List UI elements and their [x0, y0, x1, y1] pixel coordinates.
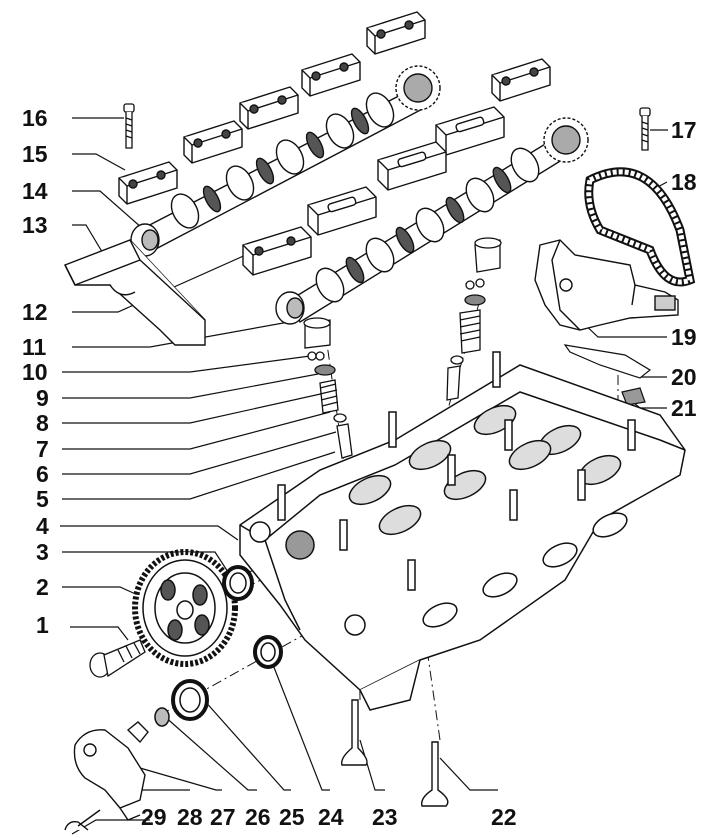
bearing-caps: [118, 11, 551, 276]
cylinder-head: [239, 351, 686, 711]
callout-25: 25: [279, 804, 305, 830]
bearing-bridge: [64, 239, 206, 346]
callout-6: 6: [36, 461, 49, 487]
callout-18: 18: [671, 169, 697, 195]
camshafts: [130, 65, 589, 325]
callout-27: 27: [210, 804, 236, 830]
callout-5: 5: [36, 486, 49, 512]
callout-8: 8: [36, 410, 49, 436]
camshaft-sensor: [64, 721, 149, 831]
cap-bolts: [123, 103, 651, 151]
callout-20: 20: [671, 364, 697, 390]
callout-12: 12: [22, 299, 48, 325]
callout-24: 24: [318, 804, 344, 830]
callout-15: 15: [22, 141, 48, 167]
valve-train-parts: [303, 237, 502, 459]
callout-14: 14: [22, 178, 48, 204]
callout-9: 9: [36, 385, 49, 411]
callout-13: 13: [22, 212, 48, 238]
timing-chain: [584, 167, 696, 287]
callout-4: 4: [36, 513, 49, 539]
callout-29: 29: [141, 804, 167, 830]
callout-17: 17: [671, 117, 697, 143]
sprocket-bolt: [89, 639, 146, 678]
callout-21: 21: [671, 395, 697, 421]
callout-10: 10: [22, 359, 48, 385]
valves: [341, 699, 449, 807]
camshaft-sprocket: [132, 549, 238, 667]
callout-1: 1: [36, 612, 49, 638]
callout-23: 23: [372, 804, 398, 830]
seals: [154, 565, 283, 727]
callout-11: 11: [22, 334, 47, 360]
callout-19: 19: [671, 324, 697, 350]
callout-28: 28: [177, 804, 203, 830]
chain-tensioner: [534, 239, 679, 331]
callout-7: 7: [36, 436, 49, 462]
callout-2: 2: [36, 574, 49, 600]
callout-22: 22: [491, 804, 517, 830]
small-gaskets: [563, 344, 652, 406]
callout-16: 16: [22, 105, 48, 131]
callout-3: 3: [36, 539, 49, 565]
callout-26: 26: [245, 804, 271, 830]
